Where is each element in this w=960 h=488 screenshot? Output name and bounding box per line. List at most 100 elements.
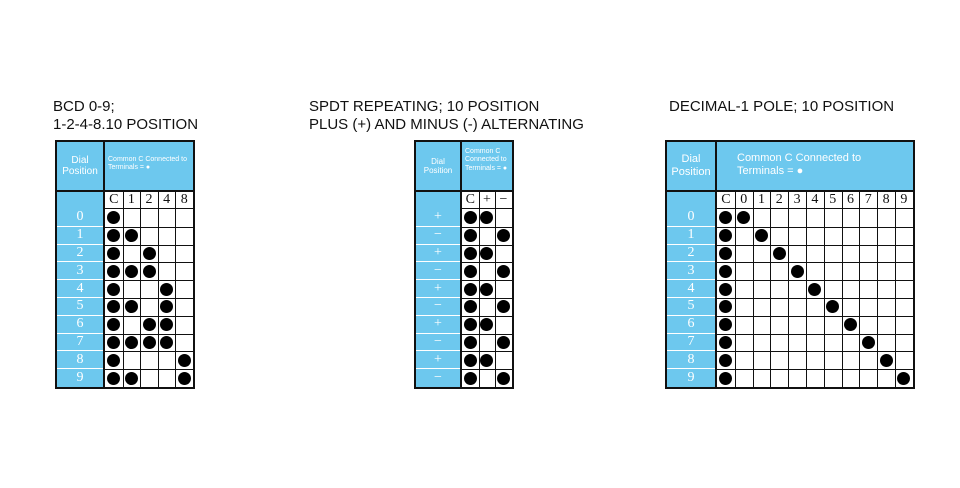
grid-line-vertical <box>140 192 142 387</box>
connection-dot <box>480 353 494 367</box>
grid-line-horizontal <box>105 369 193 371</box>
grid-line-horizontal <box>462 351 512 353</box>
grid-line-horizontal <box>105 226 193 228</box>
common-connected-header: Common C Connected to Terminals = ● <box>715 142 913 190</box>
decimal-title: DECIMAL-1 POLE; 10 POSITION <box>669 98 894 116</box>
dial-position-label: 8 <box>57 351 103 370</box>
connection-dot <box>897 371 911 385</box>
terminal-column-head: − <box>499 192 508 207</box>
column-separator <box>460 190 462 387</box>
connection-dot <box>107 247 121 260</box>
dial-position-label: 2 <box>667 244 715 263</box>
connection-dot <box>719 264 733 278</box>
grid-line-horizontal <box>462 262 512 264</box>
dial-position-label: + <box>416 280 460 298</box>
connection-dot <box>719 371 733 385</box>
grid-line-horizontal <box>462 280 512 282</box>
connection-dot <box>160 318 174 332</box>
dial-position-header: Dial Position <box>416 142 460 190</box>
dial-position-label: 6 <box>57 315 103 334</box>
grid-line-horizontal <box>462 333 512 335</box>
common-connected-header: Common C Connected to Terminals = ● <box>103 142 193 190</box>
connection-dot <box>772 247 786 260</box>
dial-position-label: + <box>416 315 460 334</box>
terminal-column-head: 1 <box>127 192 135 207</box>
grid-line-horizontal <box>105 351 193 353</box>
dial-position-label: 0 <box>57 209 103 227</box>
dial-position-label: 4 <box>667 280 715 298</box>
common-connected-header: Common C Connected to Terminals = ● <box>460 142 512 190</box>
connection-dot <box>177 371 191 385</box>
dial-position-label: + <box>416 244 460 263</box>
dial-column-spacer <box>667 192 715 209</box>
grid-line-horizontal <box>717 280 913 282</box>
dial-position-label: 3 <box>667 262 715 281</box>
connection-dot <box>826 300 840 314</box>
grid-line-vertical <box>788 192 790 387</box>
column-separator <box>715 190 717 387</box>
terminal-column-head: 4 <box>163 192 171 207</box>
grid-line-horizontal <box>717 226 913 228</box>
connection-dot <box>142 318 156 332</box>
terminal-column-head: C <box>721 192 731 207</box>
grid-line-vertical <box>823 192 825 387</box>
connection-dot <box>719 353 733 367</box>
connection-dot <box>463 282 477 296</box>
spdt-title: SPDT REPEATING; 10 POSITION PLUS (+) AND… <box>309 98 584 134</box>
grid-line-vertical <box>859 192 861 387</box>
grid-line-vertical <box>157 192 159 387</box>
connection-dot <box>463 300 477 314</box>
dial-column-spacer <box>57 192 103 209</box>
connection-dot <box>719 336 733 349</box>
connection-dot <box>879 353 893 367</box>
dial-position-header: Dial Position <box>667 142 715 190</box>
grid-line-vertical <box>895 192 896 387</box>
connection-dot <box>719 282 733 296</box>
connection-dot <box>497 300 510 314</box>
connection-dot <box>463 229 477 243</box>
grid-line-horizontal <box>717 262 913 264</box>
header-divider <box>667 190 913 192</box>
grid-line-horizontal <box>105 333 193 335</box>
terminal-column-head: + <box>482 192 491 207</box>
grid-line-horizontal <box>717 351 913 353</box>
terminal-column-head: 2 <box>145 192 153 207</box>
column-head-rule <box>462 208 512 209</box>
dial-position-label: 8 <box>667 351 715 370</box>
connection-dot <box>107 300 121 314</box>
connection-dot <box>480 211 494 225</box>
terminal-column-head: 3 <box>793 192 801 207</box>
connection-dot <box>177 353 191 367</box>
grid-line-horizontal <box>717 369 913 371</box>
grid-line-vertical <box>770 192 772 387</box>
dial-position-label: 7 <box>57 333 103 352</box>
dial-position-label: + <box>416 351 460 370</box>
connection-dot <box>497 336 510 349</box>
connection-dot <box>124 371 138 385</box>
connection-dot <box>160 300 174 314</box>
grid-line-vertical <box>841 192 843 387</box>
grid-line-vertical <box>175 192 177 387</box>
dial-position-label: 1 <box>667 226 715 245</box>
dial-position-label: − <box>416 333 460 352</box>
terminal-column-head: 0 <box>740 192 748 207</box>
connection-dot <box>755 229 768 243</box>
terminal-column-head: 7 <box>864 192 872 207</box>
connection-dot <box>719 247 733 260</box>
connection-dot <box>463 247 477 260</box>
connection-dot <box>107 371 121 385</box>
grid-line-horizontal <box>462 298 512 299</box>
dial-position-label: 2 <box>57 244 103 263</box>
bcd-title-line-1: BCD 0-9; <box>53 98 115 115</box>
connection-dot <box>737 211 751 225</box>
grid-line-horizontal <box>717 333 913 335</box>
connection-dot <box>497 371 510 385</box>
dial-position-label: 9 <box>667 369 715 387</box>
terminal-column-head: 6 <box>846 192 854 207</box>
connection-dot <box>142 336 156 349</box>
dial-position-label: 3 <box>57 262 103 281</box>
column-head-rule <box>105 208 193 209</box>
connection-dot <box>790 264 804 278</box>
